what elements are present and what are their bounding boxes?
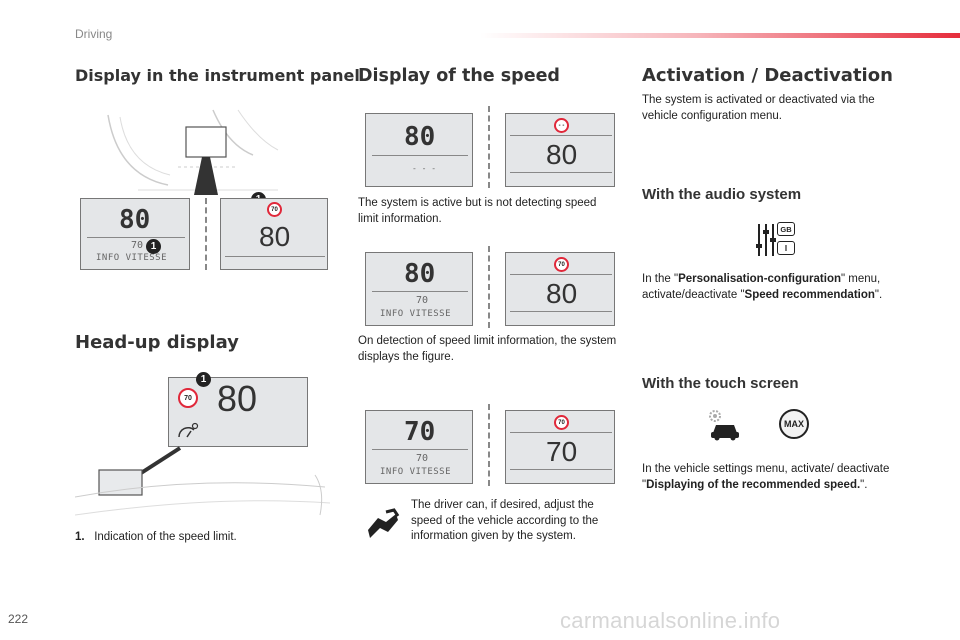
state2-right-value: 80	[546, 278, 578, 309]
lcd-divider	[87, 237, 185, 238]
callout-hud: 1	[196, 372, 211, 387]
audio-menu-name: Personalisation-configuration	[678, 273, 841, 285]
state3-right-value: 70	[546, 436, 578, 467]
max-speed-icon: MAX	[779, 409, 809, 439]
state3-divider	[372, 449, 468, 450]
state2-right-line-top	[510, 274, 612, 275]
hud-speed-limit-sign: 70	[178, 388, 198, 408]
touch-text-part2: ".	[860, 478, 868, 491]
equalizer-icon	[756, 224, 776, 256]
state1-main-value: 80	[404, 122, 436, 152]
audio-option-name: Speed recommendation	[744, 288, 875, 301]
dashboard-illustration	[107, 109, 279, 195]
hud-illustration	[75, 446, 331, 516]
state3-sub-value: 70	[416, 453, 429, 464]
state2-main-value: 80	[404, 259, 436, 289]
hud-speed-value: 80	[217, 378, 258, 419]
audio-settings-icon: GB I	[755, 222, 797, 258]
footnote-number: 1.	[75, 531, 85, 543]
audio-text-part2: " menu, activate/deactivate "	[642, 273, 881, 301]
col2-title: Display of the speed	[358, 66, 560, 86]
state3-text: The driver can, if desired, adjust the s…	[411, 499, 599, 542]
divider-dashed	[205, 198, 207, 270]
state2-right-display: 70 80	[505, 252, 615, 326]
state3-right-line-top	[510, 432, 612, 433]
state1-lcd: 80 - - -	[365, 113, 473, 187]
footnote-text: Indication of the speed limit.	[94, 531, 237, 543]
touch-text-part1: In the vehicle settings menu, activate/ …	[642, 463, 890, 491]
audio-text-part3: ".	[874, 288, 883, 301]
hud-display: 70 80	[168, 377, 308, 447]
speed-limit-sign: 70	[267, 202, 282, 217]
language-badge-top: GB	[777, 222, 795, 236]
page-number: 222	[8, 612, 29, 626]
col3-title: Activation / Deactivation	[642, 65, 893, 86]
state2-sub-value: 70	[416, 295, 429, 306]
header-rule	[480, 33, 960, 38]
state2-lcd: 80 70 INFO VITESSE	[365, 252, 473, 326]
audio-text: In the "Personalisation-configuration" m…	[642, 272, 910, 303]
state2-divider-dashed	[488, 246, 490, 328]
driver-hand-icon	[368, 508, 400, 538]
state3-sign: 70	[554, 415, 569, 430]
state3-right-line-bottom	[510, 469, 612, 470]
touch-title: With the touch screen	[642, 375, 799, 392]
audio-text-part1: In the "	[642, 273, 679, 285]
instrument-right-display: 70 80	[220, 198, 328, 270]
lcd-sub-text: INFO VITESSE	[96, 253, 168, 263]
hud-speedometer-icon	[178, 422, 199, 438]
section-label: Driving	[75, 27, 113, 41]
vehicle-settings-icon	[709, 410, 739, 441]
footer-watermark: carmanualsonline.info	[560, 608, 781, 633]
audio-title: With the audio system	[642, 186, 802, 203]
state1-divider-dashed	[488, 106, 490, 188]
right-divider	[225, 256, 325, 257]
state2-divider	[372, 291, 468, 292]
right-speed-value: 80	[259, 221, 291, 252]
state2-sub-text: INFO VITESSE	[380, 309, 452, 319]
state2-text: On detection of speed limit information,…	[358, 335, 617, 363]
intro-text: The system is activated or deactivated v…	[642, 94, 875, 122]
footnote: 1. Indication of the speed limit.	[75, 530, 237, 546]
lcd-sub-value: 70	[131, 240, 144, 251]
state1-right-line-bottom	[510, 172, 612, 173]
state3-right-display: 70 70	[505, 410, 615, 484]
callout-1: 1	[146, 239, 161, 254]
state3-lcd: 70 70 INFO VITESSE	[365, 410, 473, 484]
state2-sign: 70	[554, 257, 569, 272]
state1-sign: - -	[554, 118, 569, 133]
state1-right-line-top	[510, 135, 612, 136]
col1-title: Display in the instrument panel	[75, 66, 360, 85]
state2-right-line-bottom	[510, 311, 612, 312]
lcd-main-value: 80	[119, 205, 151, 235]
state1-dashes: - - -	[412, 164, 437, 173]
instrument-lcd: 80 70 INFO VITESSE	[80, 198, 190, 270]
state1-text: The system is active but is not detectin…	[358, 197, 597, 225]
language-badge-bottom: I	[777, 241, 795, 255]
touch-text: In the vehicle settings menu, activate/ …	[642, 462, 912, 493]
hud-title: Head-up display	[75, 332, 239, 353]
state1-right-value: 80	[546, 139, 578, 170]
state1-divider	[372, 155, 468, 156]
state1-right-display: - - 80	[505, 113, 615, 187]
state3-main-value: 70	[404, 417, 436, 447]
state3-sub-text: INFO VITESSE	[380, 467, 452, 477]
touch-option-name: Displaying of the recommended speed.	[646, 478, 861, 491]
state3-divider-dashed	[488, 404, 490, 486]
